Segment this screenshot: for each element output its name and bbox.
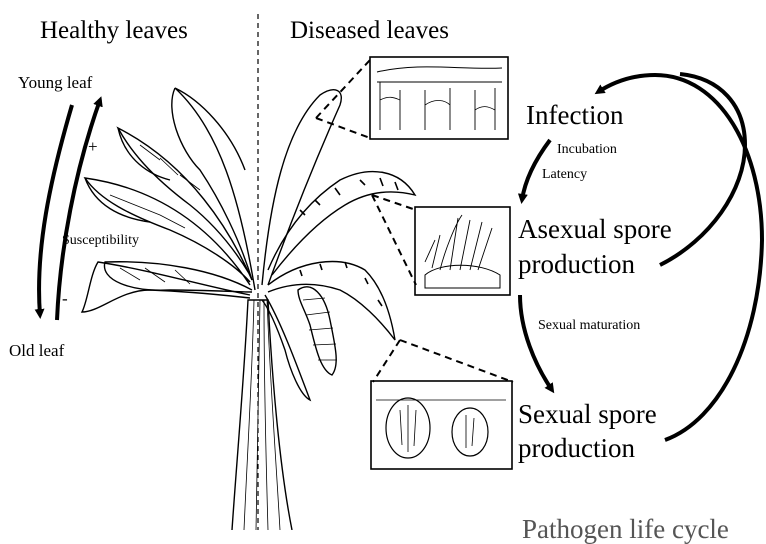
inset-asexual-spores (415, 207, 510, 295)
pseudostem (232, 300, 292, 530)
incubation-label: Incubation (557, 143, 617, 157)
diseased-leaves-heading: Diseased leaves (290, 18, 449, 43)
asexual-spore-label: Asexual spore (518, 213, 672, 245)
plus-sign: + (88, 138, 98, 155)
asexual-production-label: production (518, 248, 635, 280)
susceptibility-label: Susceptibility (62, 234, 139, 248)
banana-plant (82, 88, 415, 530)
sexual-production-label: production (518, 432, 635, 464)
inset-sexual-spores (371, 381, 512, 469)
infection-label: Infection (526, 99, 623, 131)
healthy-leaves-heading: Healthy leaves (40, 18, 188, 43)
diagram-canvas: Healthy leaves Diseased leaves Young lea… (0, 0, 766, 530)
minus-sign: - (62, 290, 68, 307)
healthy-leaves (82, 88, 255, 312)
young-leaf-label: Young leaf (18, 74, 92, 91)
sexual-maturation-label: Sexual maturation (538, 319, 640, 333)
old-leaf-label: Old leaf (9, 342, 64, 359)
diagram-graphics (0, 0, 766, 530)
sexual-spore-label: Sexual spore (518, 398, 657, 430)
latency-label: Latency (542, 168, 587, 182)
inset-tissue-section (370, 57, 508, 139)
susceptibility-arrows (39, 100, 100, 320)
